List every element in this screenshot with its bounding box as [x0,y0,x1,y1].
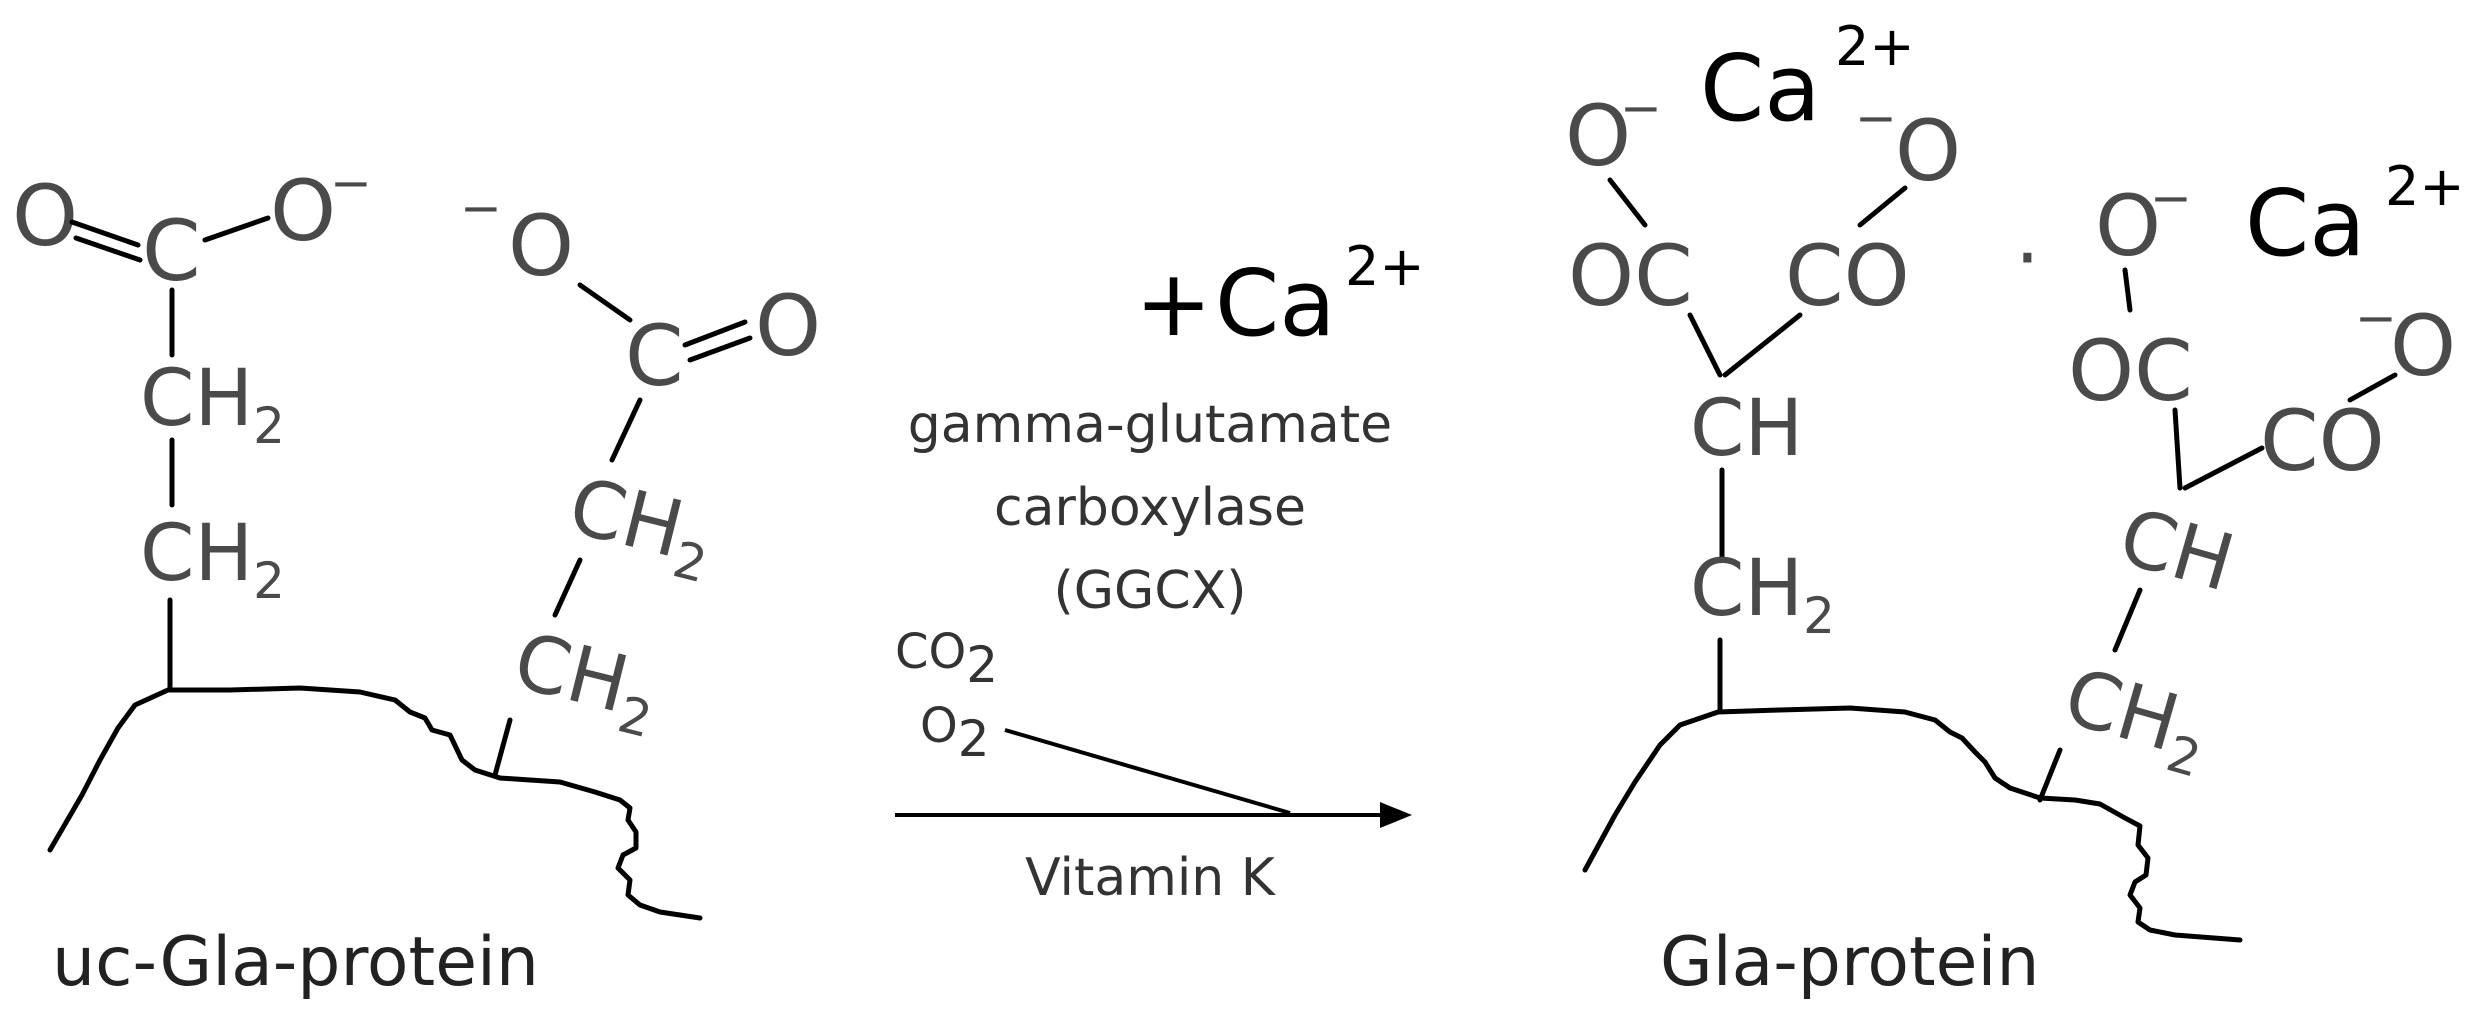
p2-co: CO [2260,392,2385,490]
p2-o-left-charge: − [2150,169,2192,227]
p1-o-oc-bond [1607,177,1648,228]
p2-o-right: O [2390,297,2456,395]
r1-ch2-upper-ch: CH [140,354,253,444]
p1-ch2-ch: CH [1690,544,1803,634]
r1-ch2-upper: CH2 [140,354,285,455]
r1-ch2-lower-ch: CH [140,509,253,599]
o2-text: O [920,698,958,754]
p2-calcium: Ca [2245,170,2366,277]
reaction-conditions: + Ca 2+ gamma-glutamate carboxylase (GGC… [895,235,1425,908]
p1-oc: OC [1568,227,1693,325]
p2-dot: · [2015,214,2040,304]
plus-sign: + [1135,250,1212,357]
r1-double-bond-a [69,219,141,248]
p1-co: CO [1785,227,1910,325]
p1-oc-ch-bond [1687,312,1723,378]
r1-ch2-lower: CH2 [140,509,285,610]
p2-ch2: CH2 [2052,652,2219,789]
o2-co2-branch-line [1004,728,1291,815]
r1-o-single: O [270,162,336,260]
r1-c-o-bond [202,215,271,243]
p2-o-co-bond [2347,372,2398,403]
r1-double-bond-b [73,235,143,263]
r2-ch2-lower-ch: CH [505,616,637,731]
enzyme-line-1: gamma-glutamate [908,395,1392,455]
r2-ch2-lower: CH2 [503,616,668,749]
r1-ch2-upper-sub: 2 [253,397,285,455]
r1-o-double: O [12,167,78,265]
enzyme-line-2: carboxylase [994,478,1306,538]
p2-oc: OC [2068,322,2193,420]
calcium-reagent-charge: 2+ [1345,235,1425,298]
r2-o-double: O [755,277,821,375]
p1-co-ch-bond [1722,312,1803,378]
co2-label: CO2 [895,624,998,694]
reactant-structure: O C O − CH2 CH2 − O C O CH2 CH2 uc-Gla-p… [12,154,821,1002]
p1-calcium-charge: 2+ [1835,15,1915,78]
p1-o-left: O [1565,87,1631,185]
cofactor-label: Vitamin K [1025,848,1277,908]
p2-oc-ch-bond [2172,407,2183,491]
reaction-arrow-head [1380,802,1412,828]
p2-calcium-charge: 2+ [2385,155,2465,218]
co2-text: CO [895,624,966,680]
r2-ch2-upper: CH2 [558,461,723,594]
p2-o-left: O [2095,177,2161,275]
product-protein-backbone [1582,705,2243,943]
p2-ch2-backbone-bond [2037,747,2063,803]
r2-o-charge: − [460,179,502,237]
r2-bond-backbone [492,717,513,778]
r2-bond-ch2-ch2 [552,557,583,618]
reactant-label: uc-Gla-protein [52,923,539,1002]
r2-o-single: O [508,197,574,295]
p2-co-ch-bond [2182,445,2265,491]
r2-double-bond-b [687,335,753,363]
reactant-protein-backbone [47,685,703,921]
p2-o-oc-bond [2122,267,2133,313]
p1-o-co-bond [1857,185,1908,228]
enzyme-line-3: (GGCX) [1053,561,1246,621]
r1-ch2-lower-sub: 2 [253,552,285,610]
o2-label: O2 [920,698,990,768]
r2-double-bond-a [682,319,748,348]
r2-carbon: C [625,307,684,405]
p2-ch: CH [2110,492,2244,610]
p1-ch: CH [1690,384,1803,474]
p1-o-right: O [1895,102,1961,200]
r2-o-c-bond [577,282,633,323]
r2-bond-c-ch2 [609,397,643,463]
p2-ch-ch2-bond [2112,587,2143,653]
product-label: Gla-protein [1660,923,2040,1002]
product-structure: O − Ca 2+ − O OC CO CH CH2 O − Ca 2+ − O… [1565,15,2465,1002]
p1-o-right-charge: − [1855,89,1897,147]
p1-calcium: Ca [1700,35,1821,142]
p1-ch2: CH2 [1690,544,1835,645]
o2-sub: 2 [958,710,990,768]
r1-carbon: C [142,202,201,300]
r1-o-charge: − [330,154,372,212]
co2-sub: 2 [966,636,998,694]
p1-o-left-charge: − [1620,79,1662,137]
p2-o-right-charge: − [2355,289,2397,347]
calcium-reagent: Ca [1215,250,1336,357]
p1-ch2-sub: 2 [1803,587,1835,645]
